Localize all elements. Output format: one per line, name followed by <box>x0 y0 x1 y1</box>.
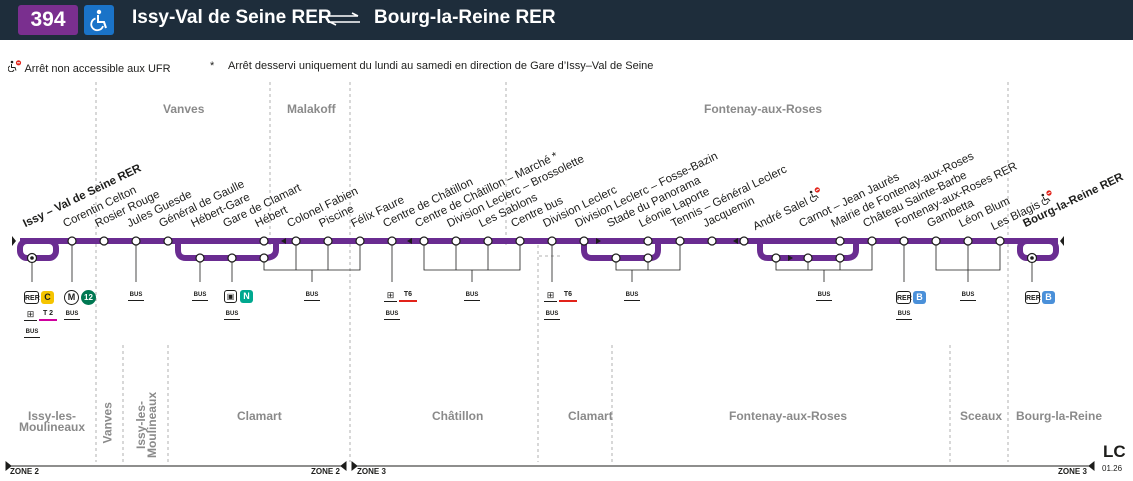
muni-top-fontenay: Fontenay-aux-Roses <box>704 102 823 116</box>
muni-bot-bourg: Bourg-la-Reine <box>1016 409 1103 423</box>
municipality-dividers <box>95 82 1009 462</box>
tram-icon: ⊞ <box>384 290 397 302</box>
bus-icon: BUS <box>64 310 80 320</box>
stop-label-with-icon: Les Blagis <box>988 189 1058 234</box>
bus-icon: BUS <box>544 310 560 320</box>
bus-icon: BUS <box>304 291 320 301</box>
metro-icon: M <box>64 290 79 305</box>
edition-date: 01.26 <box>1102 464 1123 473</box>
bus-icon: BUS <box>960 291 976 301</box>
muni-bot-clamart-1: Clamart <box>237 409 282 423</box>
tram-icon: ⊞ <box>24 309 37 321</box>
bus-icon: BUS <box>816 291 832 301</box>
tram-t2-icon: T 2 <box>39 309 57 321</box>
no-wheelchair-icon <box>808 187 826 206</box>
muni-bot-chatillon: Châtillon <box>432 409 484 423</box>
rer-c-icon: C <box>41 291 54 304</box>
rer-icon: RER <box>24 291 40 304</box>
bus-icon: BUS <box>896 310 912 320</box>
tram-icon: ⊞ <box>544 290 557 302</box>
muni-bot-issy-2: Issy-les-Moulineaux <box>134 392 159 459</box>
muni-bot-fontenay: Fontenay-aux-Roses <box>729 409 848 423</box>
zone-markers <box>5 460 1095 472</box>
bus-icon: BUS <box>128 291 144 301</box>
zone-label: ZONE 3 <box>357 467 386 476</box>
stop-drop-lines <box>31 241 1033 282</box>
bus-icon: BUS <box>384 310 400 320</box>
zone-label: ZONE 2 <box>10 467 39 476</box>
no-wheelchair-icon <box>1040 190 1058 209</box>
legend-asterisk-note: Arrêt desservi uniquement du lundi au sa… <box>228 60 654 72</box>
rer-b-icon: B <box>913 291 926 304</box>
no-wheelchair-icon <box>7 60 22 75</box>
lc-logo-icon: LC <box>1103 442 1126 461</box>
bus-icon: BUS <box>624 291 640 301</box>
metro-12-icon: 12 <box>81 290 96 305</box>
bus-icon: BUS <box>224 310 240 320</box>
muni-top-malakoff: Malakoff <box>287 102 336 116</box>
tram-t6-icon: T6 <box>399 290 417 302</box>
bus-icon: BUS <box>24 328 40 338</box>
direction-arrows <box>12 236 1064 261</box>
rer-icon: RER <box>1025 291 1041 304</box>
legend-non-accessible: Arrêt non accessible aux UFR <box>7 60 171 75</box>
origin-title: Issy-Val de Seine RER <box>132 7 332 28</box>
muni-top-vanves: Vanves <box>163 102 205 116</box>
zone-label: ZONE 2 <box>311 467 340 476</box>
route-line <box>17 238 1059 261</box>
train-icon: ▣ <box>224 290 237 303</box>
rer-b-icon: B <box>1042 291 1055 304</box>
tram-t6-icon: T6 <box>559 290 577 302</box>
destination-title: Bourg-la-Reine RER <box>374 7 556 28</box>
bus-icon: BUS <box>192 291 208 301</box>
muni-bot-clamart-2: Clamart <box>568 409 613 423</box>
rer-icon: RER <box>896 291 912 304</box>
muni-bot-issy-1: Issy-les-Moulineaux <box>18 409 85 434</box>
zone-label: ZONE 3 <box>1058 467 1087 476</box>
muni-bot-sceaux: Sceaux <box>960 409 1003 423</box>
muni-bot-vanves: Vanves <box>100 402 115 444</box>
header-bar <box>0 0 1133 40</box>
transilien-n-icon: N <box>240 290 253 303</box>
line-number-badge: 394 <box>18 5 78 35</box>
bus-icon: BUS <box>464 291 480 301</box>
stop-label-with-icon: André Salel <box>750 186 826 234</box>
legend-asterisk: * <box>210 60 215 72</box>
bidirectional-arrow-icon <box>326 12 362 31</box>
wheelchair-icon <box>84 5 114 35</box>
stop-markers <box>26 236 1038 264</box>
legend-non-accessible-text: Arrêt non accessible aux UFR <box>24 63 171 75</box>
